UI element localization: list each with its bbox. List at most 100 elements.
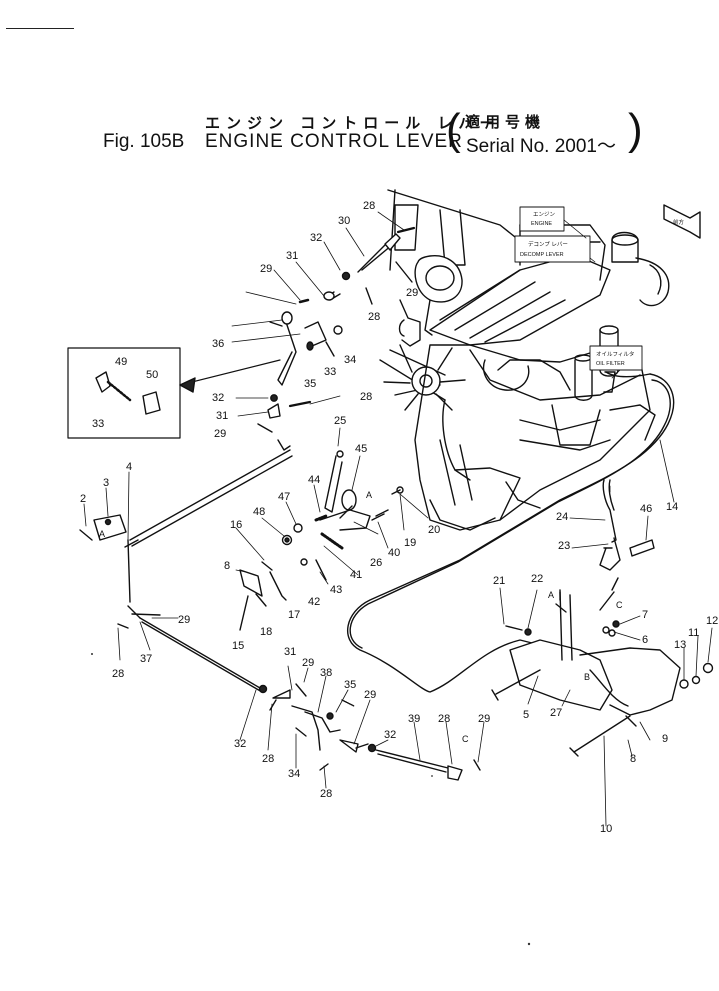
- engine-assembly: [379, 189, 670, 531]
- callout-6: 6: [642, 634, 648, 646]
- callout-32: 32: [212, 392, 224, 404]
- callout-33: 33: [324, 366, 336, 378]
- callout-8: 8: [224, 560, 230, 572]
- callout-45: 45: [355, 443, 367, 455]
- callout-21: 21: [493, 575, 505, 587]
- callout-9: 9: [662, 733, 668, 745]
- callout-18: 18: [260, 626, 272, 638]
- callout-19: 19: [404, 537, 416, 549]
- callout-12: 12: [706, 615, 718, 627]
- ref-letter-a: A: [548, 590, 554, 600]
- callout-28: 28: [262, 753, 274, 765]
- callout-30: 30: [338, 215, 350, 227]
- serial-japanese: 適用号機: [465, 113, 546, 131]
- callout-20: 20: [428, 524, 440, 536]
- callout-35: 35: [344, 679, 356, 691]
- callout-4: 4: [126, 461, 132, 473]
- callout-24: 24: [556, 511, 568, 523]
- ref-letter-a: A: [99, 529, 105, 539]
- decomp-rod-assembly: [257, 226, 416, 451]
- oil-filter-tag-en: OIL FILTER: [596, 361, 625, 367]
- callout-38: 38: [320, 667, 332, 679]
- callout-34: 34: [344, 354, 356, 366]
- callout-2: 2: [80, 493, 86, 505]
- callout-48: 48: [253, 506, 265, 518]
- callout-11: 11: [688, 627, 699, 639]
- ref-letter-c: C: [462, 734, 469, 744]
- engine-label-tags: [514, 206, 643, 379]
- callout-32: 32: [384, 729, 396, 741]
- callout-40: 40: [388, 547, 400, 559]
- callout-28: 28: [368, 311, 380, 323]
- callout-25: 25: [334, 415, 346, 427]
- control-lever-assembly: [491, 479, 714, 757]
- detail-inset: [67, 347, 281, 439]
- callout-26: 26: [370, 557, 382, 569]
- callout-41: 41: [350, 569, 362, 581]
- callout-15: 15: [232, 640, 244, 652]
- callout-23: 23: [558, 540, 570, 552]
- callout-31: 31: [286, 250, 298, 262]
- close-paren: ): [628, 105, 643, 154]
- callout-29: 29: [214, 428, 226, 440]
- callout-36: 36: [212, 338, 224, 350]
- callout-17: 17: [288, 609, 300, 621]
- scan-speckles: [91, 653, 531, 946]
- callout-29: 29: [302, 657, 314, 669]
- callout-14: 14: [666, 501, 678, 513]
- callout-33: 33: [92, 418, 104, 430]
- callout-3: 3: [103, 477, 109, 489]
- callout-28: 28: [360, 391, 372, 403]
- decomp-tag-en: DECOMP LEVER: [520, 252, 564, 258]
- callout-28: 28: [363, 200, 375, 212]
- callout-8: 8: [630, 753, 636, 765]
- leader-lines: [83, 211, 713, 827]
- callout-10: 10: [600, 823, 612, 835]
- callout-numbers: 28 30 32 29 31 28 29 36 33 34 35 49 50 3…: [80, 200, 718, 835]
- callout-34: 34: [288, 768, 300, 780]
- callout-29: 29: [260, 263, 272, 275]
- oil-filter-tag-jp: オイルフィルタ: [596, 350, 634, 358]
- reference-letters: A A A B C C: [99, 490, 623, 744]
- engine-tag-text: エンジン ENGINE デコンプ レバー DECOMP LEVER オイルフィル…: [520, 211, 685, 367]
- callout-28: 28: [320, 788, 332, 800]
- ref-letter-b: B: [584, 672, 590, 682]
- callout-31: 31: [216, 410, 228, 422]
- callout-5: 5: [523, 709, 529, 721]
- callout-32: 32: [310, 232, 322, 244]
- engine-tag-jp: エンジン: [533, 211, 556, 218]
- callout-44: 44: [308, 474, 320, 486]
- callout-31: 31: [284, 646, 296, 658]
- callout-7: 7: [642, 609, 648, 621]
- callout-32: 32: [234, 738, 246, 750]
- serial-number: Serial No. 2001～: [466, 136, 616, 157]
- callout-42: 42: [308, 596, 320, 608]
- open-paren: (: [446, 105, 461, 154]
- callout-50: 50: [146, 369, 158, 381]
- callout-43: 43: [330, 584, 342, 596]
- callout-46: 46: [640, 503, 652, 515]
- ref-letter-c: C: [616, 600, 623, 610]
- engine-tag-en: ENGINE: [531, 221, 552, 227]
- callout-29: 29: [478, 713, 490, 725]
- callout-29: 29: [178, 614, 190, 626]
- lever-cluster: [239, 450, 404, 631]
- figure-label: Fig. 105B: [103, 131, 185, 152]
- figure-title: ENGINE CONTROL LEVER: [205, 131, 463, 152]
- callout-28: 28: [438, 713, 450, 725]
- throttle-rod: [79, 449, 293, 603]
- callout-39: 39: [408, 713, 420, 725]
- callout-49: 49: [115, 356, 127, 368]
- callout-13: 13: [674, 639, 686, 651]
- control-cable: [347, 373, 675, 693]
- top-rule: [6, 28, 74, 29]
- callout-27: 27: [550, 707, 562, 719]
- callout-35: 35: [304, 378, 316, 390]
- ref-letter-a: A: [366, 490, 372, 500]
- lower-link-assembly: [117, 605, 481, 781]
- front-direction-arrow: [663, 204, 701, 239]
- callout-22: 22: [531, 573, 543, 585]
- title-japanese: エンジン コントロール レバー: [205, 114, 501, 132]
- callout-29: 29: [364, 689, 376, 701]
